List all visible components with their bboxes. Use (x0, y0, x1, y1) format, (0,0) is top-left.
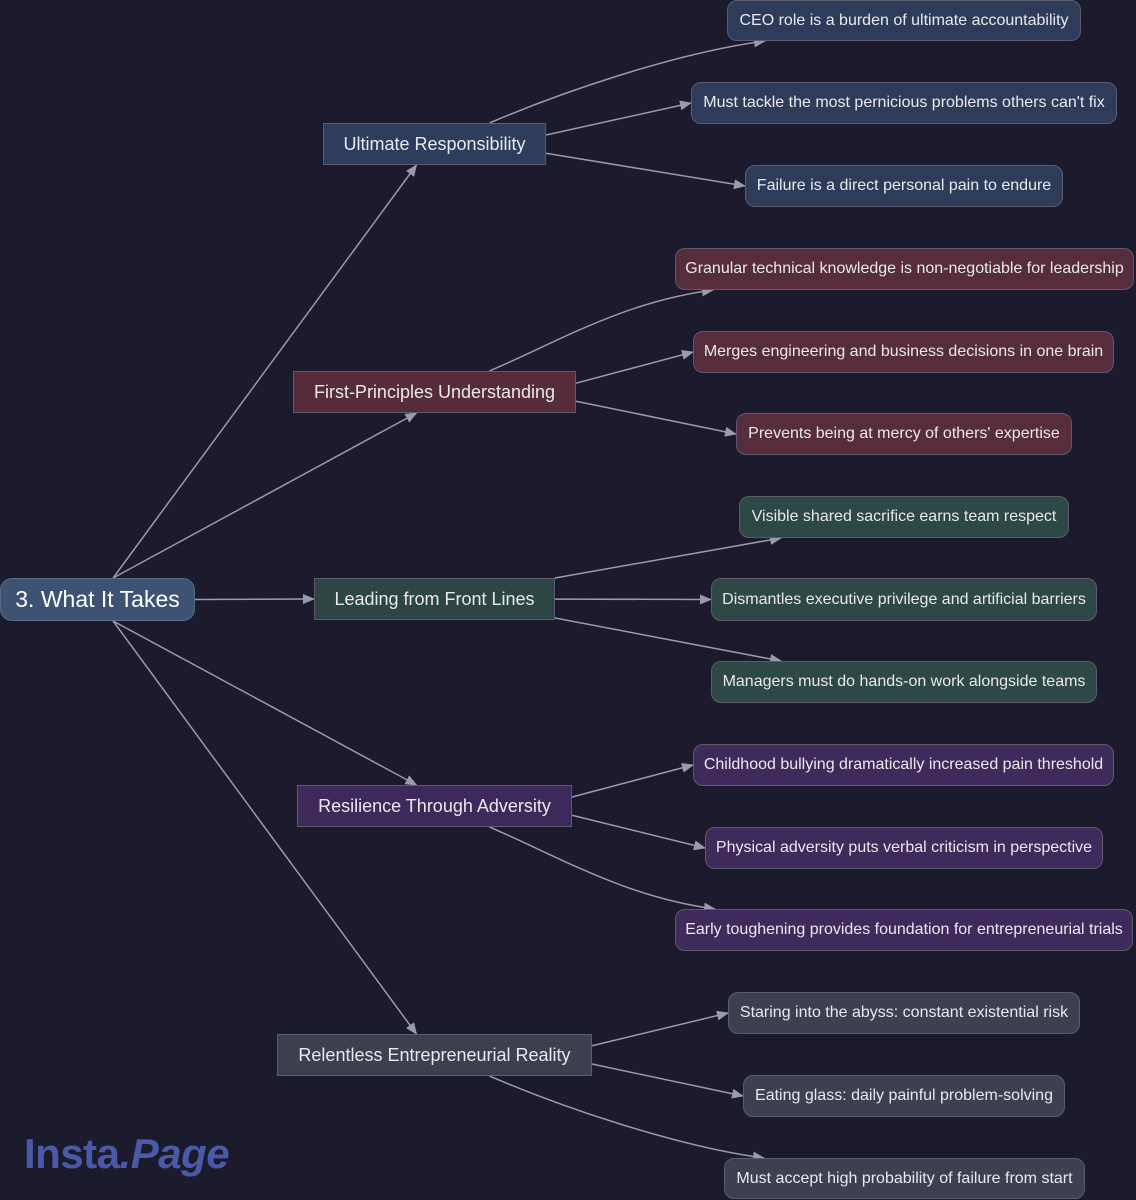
branch-to-leaf-connector (591, 1063, 744, 1099)
branch-to-leaf-connector (489, 37, 766, 124)
insta-page-logo: Insta.Page (24, 1130, 230, 1178)
leaf-label: Staring into the abyss: constant existen… (739, 1004, 1069, 1021)
leaf-node[interactable]: Must accept high probability of failure … (724, 1158, 1085, 1199)
root-label: 3. What It Takes (15, 586, 180, 612)
leaf-node[interactable]: Visible shared sacrifice earns team resp… (739, 496, 1069, 538)
leaf-label: Dismantles executive privilege and artif… (722, 590, 1086, 608)
branch-to-leaf-connector (571, 762, 694, 798)
leaf-label: Managers must do hands-on work alongside… (722, 673, 1086, 690)
branch-to-leaf-connector (554, 617, 782, 664)
root-to-branch-connector (112, 164, 418, 579)
leaf-label: Merges engineering and business decision… (703, 343, 1104, 360)
leaf-node[interactable]: Childhood bullying dramatically increase… (693, 744, 1114, 786)
root-to-branch-connector (112, 412, 418, 579)
branch-label: Ultimate Responsibility (343, 133, 526, 154)
branch-label: Relentless Entrepreneurial Reality (298, 1044, 571, 1065)
logo-text-part2: Page (130, 1130, 230, 1177)
leaf-label: Must accept high probability of failure … (736, 1169, 1073, 1187)
leaf-node[interactable]: Managers must do hands-on work alongside… (711, 661, 1097, 703)
branch-to-leaf-connector (489, 1075, 765, 1162)
leaf-label: Failure is a direct personal pain to end… (756, 177, 1052, 194)
leaf-label: Granular technical knowledge is non-nego… (685, 260, 1124, 277)
branch-label: Resilience Through Adversity (318, 795, 551, 816)
leaf-node[interactable]: Eating glass: daily painful problem-solv… (743, 1075, 1065, 1117)
leaf-label: Physical adversity puts verbal criticism… (715, 839, 1093, 856)
branch-label: First-Principles Understanding (313, 381, 556, 402)
leaf-label: Prevents being at mercy of others' exper… (748, 425, 1060, 442)
branch-to-leaf-connector (554, 534, 782, 579)
branch-to-leaf-connector (575, 350, 694, 384)
leaf-node[interactable]: Granular technical knowledge is non-nego… (675, 248, 1134, 290)
logo-text-dot: . (119, 1130, 132, 1177)
branch-label: Leading from Front Lines (334, 588, 535, 609)
leaf-node[interactable]: Staring into the abyss: constant existen… (728, 992, 1080, 1034)
leaf-label: Must tackle the most pernicious problems… (703, 94, 1105, 111)
branch-to-leaf-connector (489, 286, 714, 372)
branch-leading-from-front-lines[interactable]: Leading from Front Lines (314, 578, 555, 620)
leaf-label: Visible shared sacrifice earns team resp… (751, 508, 1057, 525)
leaf-node[interactable]: CEO role is a burden of ultimate account… (727, 0, 1081, 41)
branch-to-leaf-connector (489, 826, 716, 913)
leaf-node[interactable]: Physical adversity puts verbal criticism… (705, 827, 1103, 869)
leaf-node[interactable]: Merges engineering and business decision… (693, 331, 1114, 373)
branch-to-leaf-connector (571, 814, 706, 851)
root-node[interactable]: 3. What It Takes (0, 578, 195, 621)
root-to-branch-connector (112, 620, 418, 786)
root-to-branch-connector (112, 620, 418, 1035)
logo-text-part1: Insta (24, 1130, 120, 1177)
leaf-label: Eating glass: daily painful problem-solv… (755, 1087, 1053, 1104)
branch-to-leaf-connector (575, 400, 737, 437)
leaf-label: Early toughening provides foundation for… (685, 921, 1123, 938)
branch-ultimate-responsibility[interactable]: Ultimate Responsibility (323, 123, 546, 165)
root-to-branch-connector (194, 594, 315, 605)
branch-to-leaf-connector (545, 100, 692, 136)
branch-to-leaf-connector (591, 1010, 729, 1047)
leaf-node[interactable]: Dismantles executive privilege and artif… (711, 578, 1097, 621)
leaf-label: CEO role is a burden of ultimate account… (739, 11, 1069, 29)
branch-first-principles-understanding[interactable]: First-Principles Understanding (293, 371, 576, 413)
branch-to-leaf-connector (545, 152, 746, 190)
leaf-node[interactable]: Must tackle the most pernicious problems… (691, 82, 1117, 124)
branch-resilience-through-adversity[interactable]: Resilience Through Adversity (297, 785, 572, 827)
leaf-label: Childhood bullying dramatically increase… (703, 756, 1104, 773)
branch-relentless-entrepreneurial-reality[interactable]: Relentless Entrepreneurial Reality (277, 1034, 592, 1076)
leaf-node[interactable]: Failure is a direct personal pain to end… (745, 165, 1063, 207)
leaf-node[interactable]: Early toughening provides foundation for… (675, 909, 1133, 951)
leaf-node[interactable]: Prevents being at mercy of others' exper… (736, 413, 1072, 455)
